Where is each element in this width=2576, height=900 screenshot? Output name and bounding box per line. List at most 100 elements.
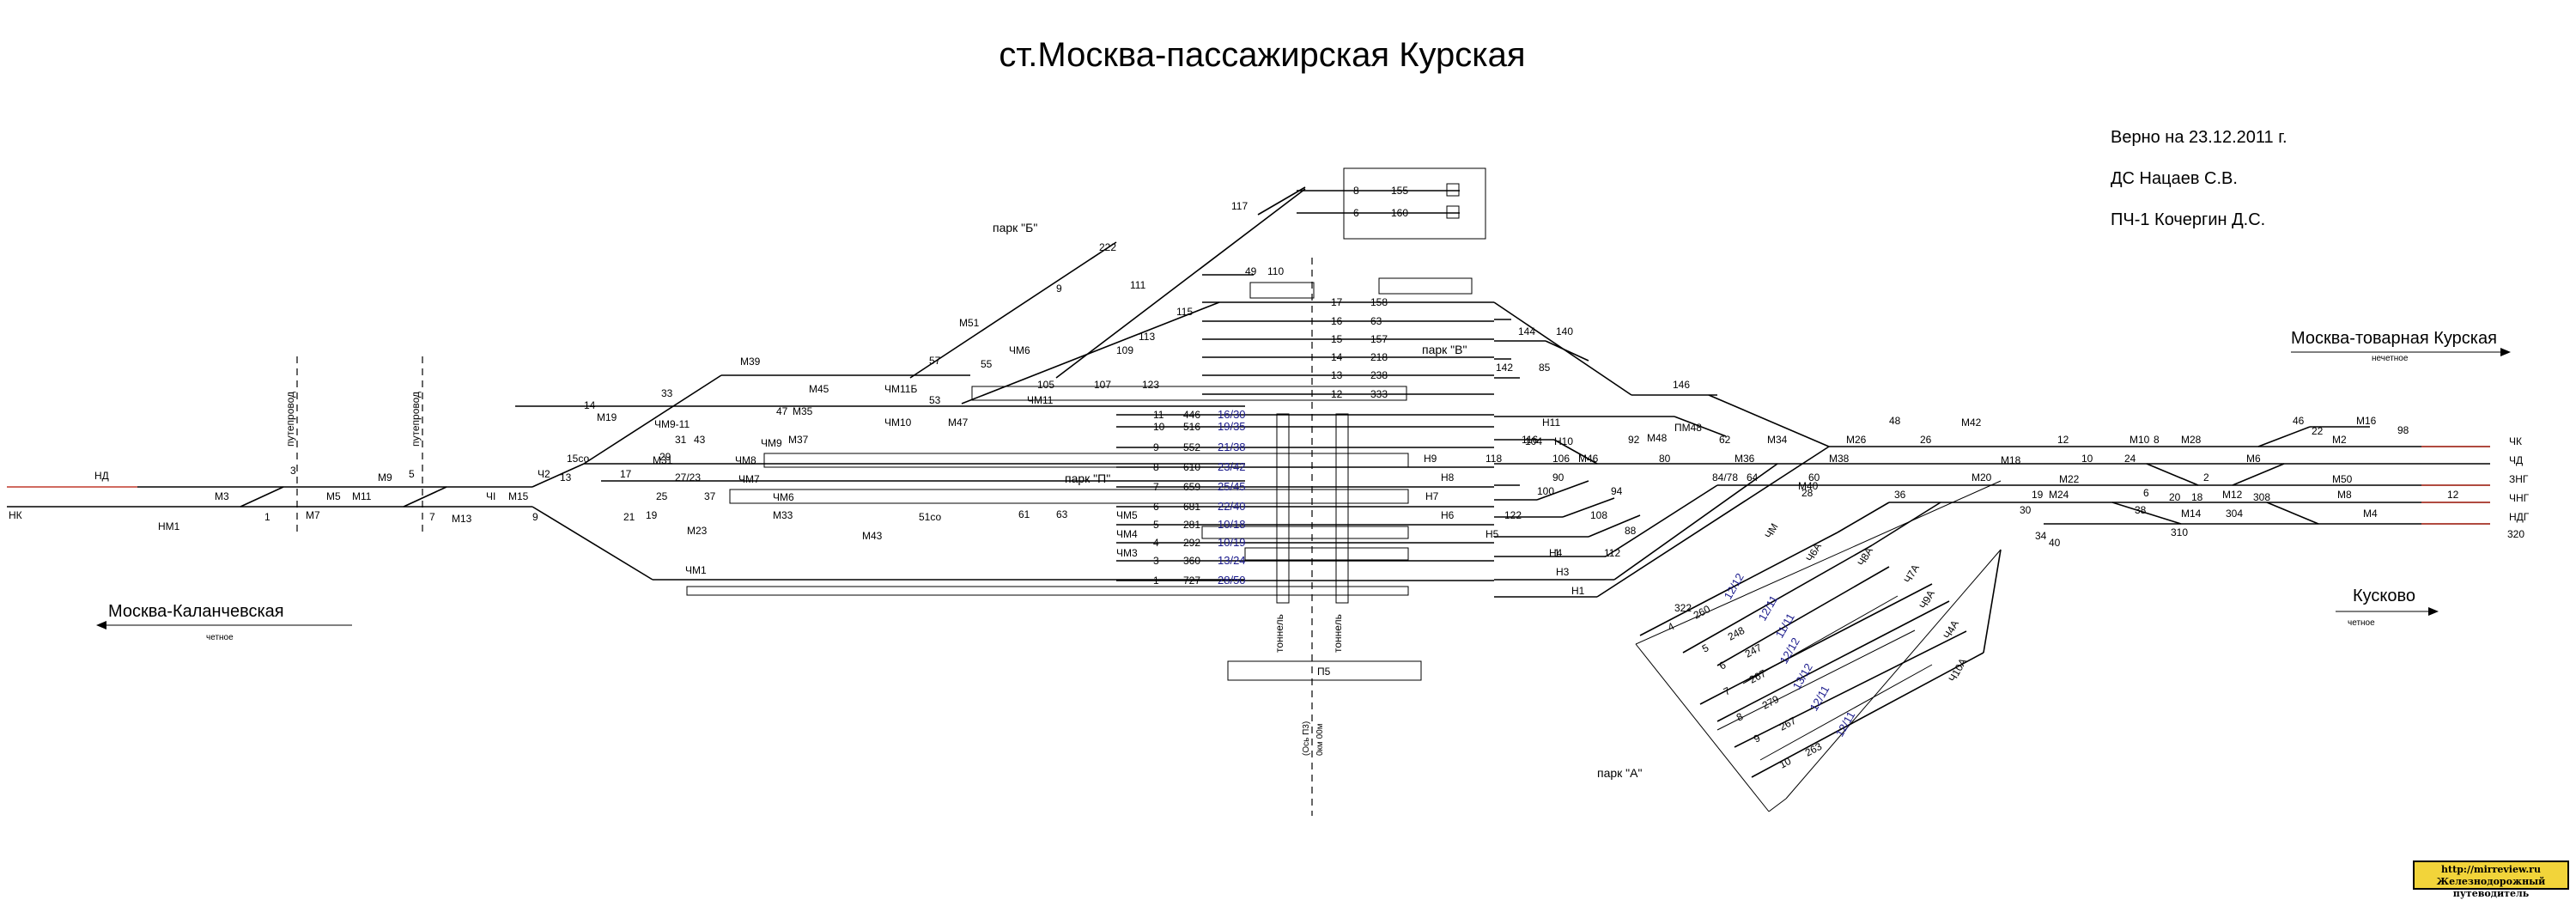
signal-m15: М15: [508, 490, 529, 502]
park-p-track-no: 5: [1153, 519, 1159, 531]
km-label: 0км 00м: [1315, 723, 1325, 756]
switch-number: 117: [1231, 200, 1248, 212]
signal-chm11: ЧМ11: [1027, 394, 1054, 406]
signal-m7: М7: [306, 509, 320, 521]
park-a-label: парк "А": [1597, 766, 1642, 780]
signal-m14: М14: [2181, 508, 2202, 520]
switch-number: 112: [1604, 547, 1620, 559]
switch-number: 19: [2032, 489, 2044, 501]
park-p-track-no: 9: [1153, 441, 1159, 453]
signal-chm8: ЧМ8: [735, 454, 756, 466]
park-p-track-len: 681: [1183, 501, 1200, 513]
signal-n5: Н5: [1485, 528, 1499, 540]
switch-number: 7: [429, 511, 435, 523]
switch-number: 144: [1518, 325, 1535, 338]
verified-date: Верно на 23.12.2011 г.: [2111, 128, 2287, 147]
switch-number: 20: [2169, 491, 2181, 503]
park-b-label: парк "Б": [993, 221, 1037, 234]
park-p-platform: 25/45: [1218, 480, 1246, 493]
park-p-platform: 10/18: [1218, 518, 1246, 531]
signal-ch7a: Ч7А: [1901, 562, 1921, 586]
park-v-track-no: 17: [1331, 296, 1343, 308]
viaduct-label-2: путепровод: [410, 392, 422, 447]
park-v-track-no: 14: [1331, 351, 1343, 363]
switch-number: 26: [1920, 434, 1932, 446]
signal-m16: М16: [2356, 415, 2377, 427]
switch-number: 88: [1625, 525, 1637, 537]
switch-number: 310: [2171, 526, 2188, 538]
signal-nk: НК: [9, 509, 22, 521]
switch-number: 111: [1130, 279, 1146, 291]
signal-n1: Н1: [1571, 585, 1585, 597]
switch-number: 34: [2035, 530, 2047, 542]
switch-number: 85: [1539, 362, 1551, 374]
direction-top-right-name: Москва-товарная Курская: [2291, 329, 2497, 348]
park-a: [1635, 480, 2002, 812]
switch-number: 12: [2057, 434, 2069, 446]
switch-number: 33: [661, 387, 673, 399]
signal-chm5: ЧМ5: [1116, 509, 1138, 521]
signal-m24: М24: [2049, 489, 2069, 501]
park-p-track-len: 446: [1183, 409, 1200, 421]
park-p-track-no: 10: [1153, 421, 1165, 433]
signal-labels: НД НК НМ1 М3 М5 М7 М9 М11 М13 ЧI М15 Ч2 …: [9, 317, 2530, 684]
switch-number: 80: [1659, 453, 1671, 465]
platforms: [686, 258, 1422, 816]
signal-m20: М20: [1971, 471, 1992, 483]
signal-m9: М9: [378, 471, 392, 483]
switch-number: 146: [1673, 379, 1690, 391]
park-p-track-no: 6: [1153, 501, 1159, 513]
signal-m33: М33: [773, 509, 793, 521]
signal-m18: М18: [2001, 454, 2021, 466]
park-p-platform: 13/24: [1218, 554, 1246, 567]
signal-m23: М23: [687, 525, 708, 537]
signal-n8: Н8: [1441, 471, 1455, 483]
signal-ch6a: Ч6А: [1803, 541, 1823, 564]
signal-m3: М3: [215, 490, 229, 502]
signal-n4: Н4: [1549, 547, 1563, 559]
signal-chm9-11: ЧМ9-11: [654, 418, 690, 430]
park-a-platform: 12/12: [1722, 571, 1747, 602]
park-a-track-len: 279: [1760, 693, 1782, 712]
viaduct-label-1: путепровод: [284, 392, 296, 447]
stamp-url: http://mirreview.ru: [2441, 864, 2541, 875]
switch-number: 118: [1485, 453, 1502, 465]
signal-m37: М37: [788, 434, 809, 446]
switch-number: 8: [2154, 434, 2160, 446]
signal-m8: М8: [2337, 489, 2352, 501]
switch-number: 22: [2312, 425, 2324, 437]
signal-n6: Н6: [1441, 509, 1455, 521]
park-v-track-len: 238: [1370, 369, 1388, 381]
platform-building: П5: [1317, 666, 1331, 678]
park-a-platform: 12/12: [1777, 635, 1802, 666]
signal-chm10: ЧМ10: [884, 417, 912, 429]
park-a-platform: 13/12: [1790, 661, 1815, 692]
park-p-platform: 22/40: [1218, 500, 1246, 513]
signal-m34: М34: [1767, 434, 1788, 446]
park-p-track-len: 360: [1183, 555, 1200, 567]
signal-m22: М22: [2059, 473, 2080, 485]
park-a-track-len: 247: [1743, 642, 1765, 660]
switch-number: 5: [409, 468, 415, 480]
signal-pm48: ПМ48: [1674, 422, 1702, 434]
park-p-track-no: 3: [1153, 555, 1159, 567]
signal-m43: М43: [862, 530, 883, 542]
signal-m39: М39: [740, 356, 761, 368]
switch-number: 2: [2203, 471, 2209, 483]
park-b-track-len: 155: [1391, 185, 1408, 197]
park-v-track-no: 12: [1331, 388, 1343, 400]
switch-number: 53: [929, 394, 941, 406]
switch-number: 3: [290, 465, 296, 477]
switch-number: 37: [704, 490, 716, 502]
switch-number: 109: [1116, 344, 1133, 356]
signal-m42: М42: [1961, 417, 1982, 429]
signal-chm7: ЧМ7: [738, 473, 760, 485]
park-p-platform: 10/19: [1218, 536, 1246, 549]
switch-number: 27/23: [675, 471, 701, 483]
signal-m47: М47: [948, 417, 969, 429]
park-v-tracks: [1202, 301, 1494, 395]
signal-m13: М13: [452, 513, 472, 525]
switch-number: 100: [1537, 485, 1554, 497]
